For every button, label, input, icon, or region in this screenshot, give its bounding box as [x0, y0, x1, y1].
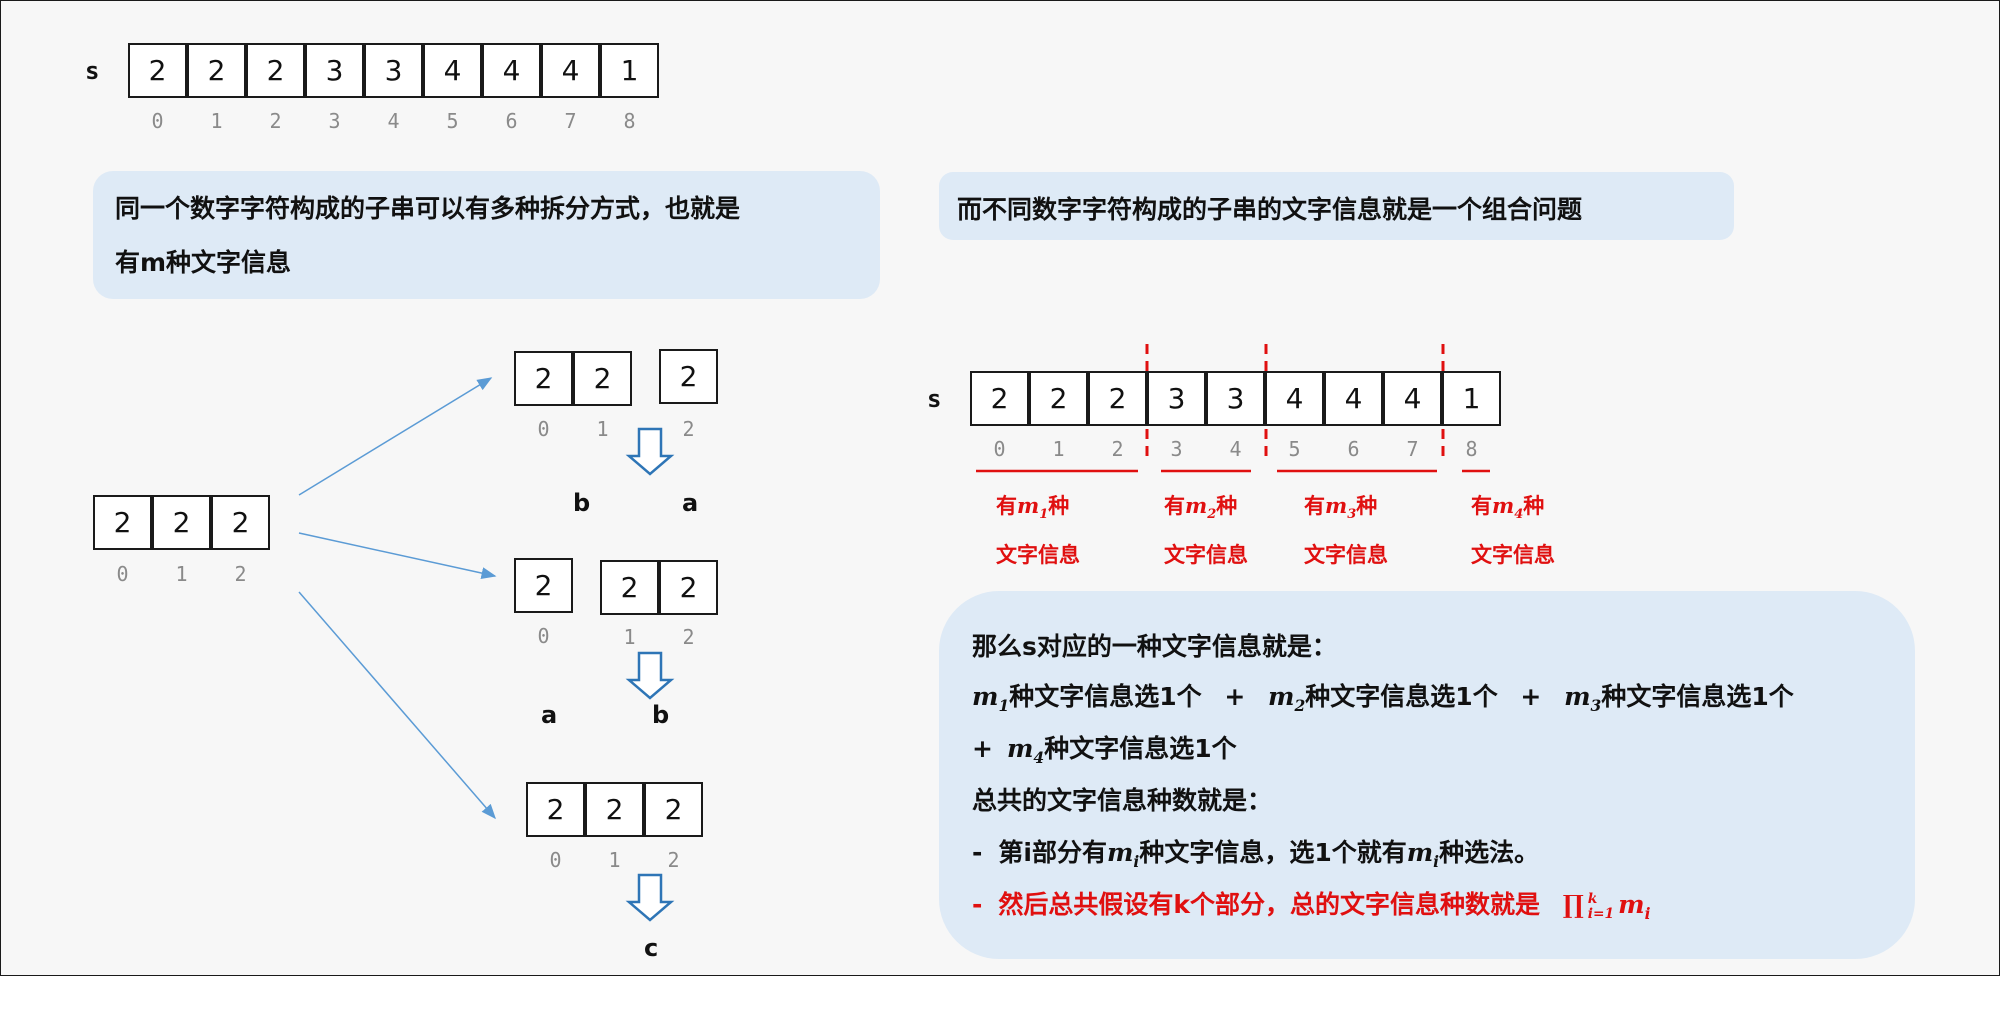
option1-index: 2 [682, 417, 695, 441]
grouped-cell: 2 [1088, 371, 1147, 426]
grouped-cell: 4 [1383, 371, 1442, 426]
left-note-bubble: 同一个数字字符构成的子串可以有多种拆分方式，也就是 有m种文字信息 [93, 171, 880, 299]
explain-line1: 那么s对应的一种文字信息就是： [972, 632, 1337, 661]
down-arrow-icon [625, 873, 675, 922]
grouped-index: 8 [1465, 437, 1478, 461]
group-label-3: 有m3种 文字信息 [1304, 493, 1388, 568]
grouped-cell: 3 [1206, 371, 1265, 426]
grouped-cell: 3 [1147, 371, 1206, 426]
option2-cell: 2 [514, 558, 573, 613]
grouped-cell: 4 [1324, 371, 1383, 426]
option3-index: 0 [549, 848, 562, 872]
right-note-bubble: 而不同数字字符构成的子串的文字信息就是一个组合问题 [939, 172, 1734, 240]
explain-line4: 总共的文字信息种数就是： [972, 786, 1273, 815]
option2-index: 1 [623, 625, 636, 649]
source-index: 0 [116, 562, 129, 586]
option1-cell: 2 [573, 351, 632, 406]
arrow-to-option1 [298, 377, 493, 496]
option1-index: 0 [537, 417, 550, 441]
option3-index: 2 [667, 848, 680, 872]
array-index: 8 [623, 109, 636, 133]
array-cell: 1 [600, 43, 659, 98]
array-cell: 4 [482, 43, 541, 98]
source-cell: 2 [211, 495, 270, 550]
source-cell: 2 [152, 495, 211, 550]
explain-line2: m1种文字信息选1个 + m2种文字信息选1个 + m3种文字信息选1个 [972, 682, 1794, 715]
array-index: 7 [564, 109, 577, 133]
option3-index: 1 [608, 848, 621, 872]
grouped-cell: 2 [970, 371, 1029, 426]
source-cell: 2 [93, 495, 152, 550]
grouped-cell: 4 [1265, 371, 1324, 426]
option1-index: 1 [596, 417, 609, 441]
option2-index: 0 [537, 624, 550, 648]
array-cell: 2 [128, 43, 187, 98]
array-index: 4 [387, 109, 400, 133]
array-cell: 4 [541, 43, 600, 98]
grouped-array-label-s: s [927, 385, 942, 413]
array-cell: 3 [364, 43, 423, 98]
grouped-index: 3 [1170, 437, 1183, 461]
option1-cell: 2 [514, 351, 573, 406]
option2-cell: 2 [600, 560, 659, 615]
array-index: 0 [151, 109, 164, 133]
array-cell: 3 [305, 43, 364, 98]
array-cell: 4 [423, 43, 482, 98]
grouped-index: 0 [993, 437, 1006, 461]
group-label-2: 有m2种 文字信息 [1164, 493, 1248, 568]
explain-line3: +m4种文字信息选1个 [972, 734, 1237, 767]
group-label-4: 有m4种 文字信息 [1471, 493, 1555, 568]
source-index: 1 [175, 562, 188, 586]
grouped-cell: 1 [1442, 371, 1501, 426]
grouped-index: 5 [1288, 437, 1301, 461]
option2-letter: b [652, 701, 670, 729]
slide: s 2 2 2 3 3 4 4 4 1 0 1 2 3 4 5 6 7 8 同一… [0, 0, 2000, 976]
option1-letter: a [682, 489, 699, 517]
explain-line5: -第i部分有mi种文字信息，选1个就有mi种选法。 [972, 838, 1540, 871]
array-index: 5 [446, 109, 459, 133]
array-index: 3 [328, 109, 341, 133]
grouped-index: 1 [1052, 437, 1065, 461]
array-cell: 2 [187, 43, 246, 98]
option1-letter: b [573, 489, 591, 517]
grouped-index: 4 [1229, 437, 1242, 461]
grouped-index: 2 [1111, 437, 1124, 461]
array-index: 2 [269, 109, 282, 133]
grouped-cell: 2 [1029, 371, 1088, 426]
option3-cell: 2 [526, 782, 585, 837]
arrow-to-option3 [298, 591, 496, 820]
arrow-to-option2 [298, 532, 497, 579]
explanation-content: 那么s对应的一种文字信息就是： m1种文字信息选1个 + m2种文字信息选1个 … [972, 591, 1902, 959]
right-note-text: 而不同数字字符构成的子串的文字信息就是一个组合问题 [957, 195, 1583, 224]
down-arrow-icon [625, 651, 675, 700]
array-cell: 2 [246, 43, 305, 98]
left-note-line2: 有m种文字信息 [115, 248, 292, 277]
option3-letter: c [644, 934, 659, 962]
source-index: 2 [234, 562, 247, 586]
option3-cell: 2 [644, 782, 703, 837]
array-index: 6 [505, 109, 518, 133]
down-arrow-icon [625, 427, 675, 476]
option1-cell: 2 [659, 349, 718, 404]
array-index: 1 [210, 109, 223, 133]
grouped-index: 6 [1347, 437, 1360, 461]
explanation-bubble: 那么s对应的一种文字信息就是： m1种文字信息选1个 + m2种文字信息选1个 … [939, 591, 1915, 959]
grouped-index: 7 [1406, 437, 1419, 461]
option2-cell: 2 [659, 560, 718, 615]
array-label-s: s [85, 57, 100, 85]
left-note-line1: 同一个数字字符构成的子串可以有多种拆分方式，也就是 [115, 194, 741, 223]
option2-letter: a [541, 701, 558, 729]
option3-cell: 2 [585, 782, 644, 837]
group-label-1: 有m1种 文字信息 [996, 493, 1080, 568]
option2-index: 2 [682, 625, 695, 649]
